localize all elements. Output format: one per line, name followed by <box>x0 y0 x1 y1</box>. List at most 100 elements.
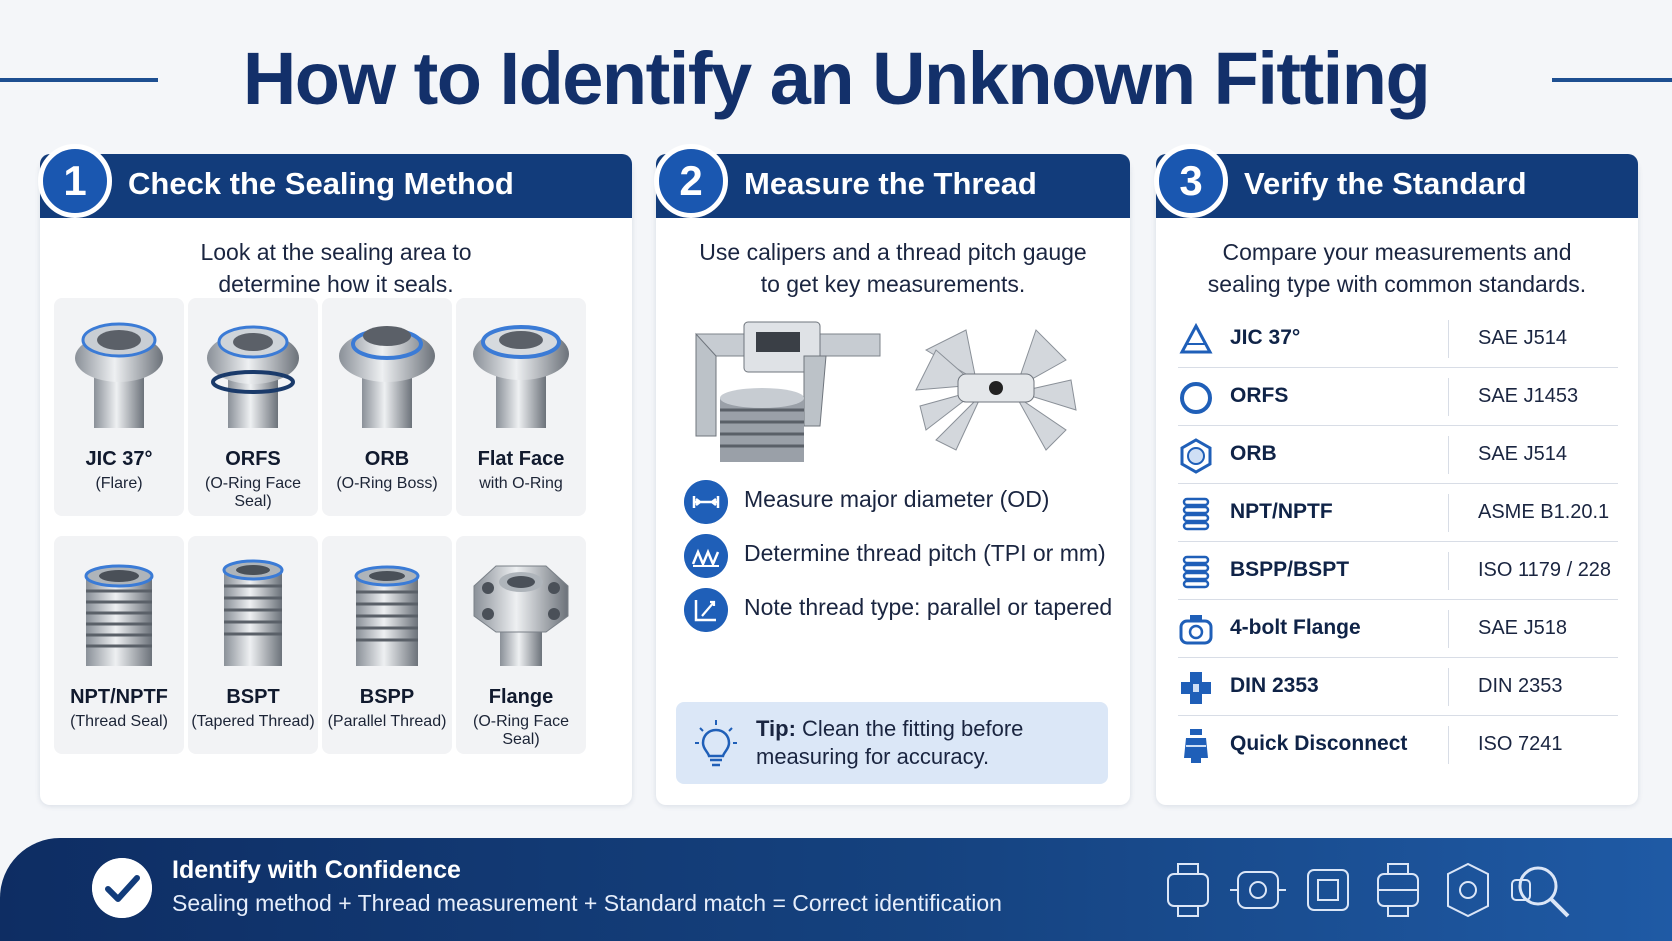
tip-text: Tip: Clean the fitting before measuring … <box>756 715 1096 771</box>
panel-header: 2 Measure the Thread <box>654 144 1130 218</box>
lightbulb-icon <box>695 720 737 767</box>
fitting-tile-bspt[interactable]: BSPT (Tapered Thread) <box>188 536 318 754</box>
ruler-icon <box>684 588 728 632</box>
standard-value: SAE J518 <box>1478 617 1567 639</box>
panel-description: Look at the sealing area to determine ho… <box>60 236 612 300</box>
fitting-name: Flange <box>488 686 554 708</box>
standard-value: SAE J514 <box>1478 443 1567 465</box>
thread-icon <box>1182 555 1210 589</box>
step-text: Note thread type: parallel or tapered <box>744 594 1113 620</box>
divider <box>1448 378 1449 416</box>
cone-icon <box>1179 322 1213 354</box>
fitting-subtitle: (O-Ring Face Seal) <box>472 713 570 748</box>
standard-row-orb: ORB SAE J514 <box>1178 426 1618 484</box>
thread-pitch-icon <box>684 534 728 578</box>
standard-fitting-name: BSPP/BSPT <box>1230 558 1350 581</box>
fitting-name: ORFS <box>225 448 281 470</box>
fitting-tile-jic[interactable]: JIC 37° (Flare) <box>54 298 184 516</box>
tip-line: Clean the fitting before <box>802 716 1024 741</box>
standard-value: ASME B1.20.1 <box>1478 501 1610 523</box>
divider <box>1448 320 1449 358</box>
divider <box>1448 436 1449 474</box>
panel-title: Verify the Standard <box>1244 166 1527 201</box>
description-line: Compare your measurements and <box>1222 239 1572 265</box>
panel-header: 1 Check the Sealing Method <box>38 144 632 218</box>
fitting-name: Flat Face <box>477 448 565 470</box>
flange-icon <box>1179 615 1213 645</box>
fitting-outline-icon <box>1167 863 1209 917</box>
fitting-outline-icons <box>1167 862 1570 918</box>
standard-fitting-name: NPT/NPTF <box>1230 500 1333 523</box>
standard-row-orfs: ORFS SAE J1453 <box>1178 368 1618 426</box>
thread-pitch-gauge-photo <box>915 329 1077 451</box>
panel-title: Measure the Thread <box>744 166 1037 201</box>
fitting-tile-flat-face[interactable]: Flat Face with O-Ring <box>456 298 586 516</box>
npt-fitting-photo <box>84 564 154 666</box>
panel-title: Check the Sealing Method <box>128 166 514 201</box>
fitting-name: NPT/NPTF <box>70 686 168 708</box>
standard-row-bsp: BSPP/BSPT ISO 1179 / 228 <box>1178 542 1618 600</box>
orb-fitting-photo <box>339 326 435 428</box>
standard-value: ISO 7241 <box>1478 733 1563 755</box>
fitting-outline-icon <box>1230 871 1286 909</box>
panel-description: Compare your measurements and sealing ty… <box>1176 236 1618 300</box>
divider <box>1448 610 1449 648</box>
fitting-outline-icon <box>1447 862 1489 918</box>
standard-row-jic: JIC 37° SAE J514 <box>1178 310 1618 368</box>
fitting-outline-icon <box>1307 869 1349 911</box>
description-line: sealing type with common standards. <box>1207 271 1587 297</box>
step-thread-pitch: Determine thread pitch (TPI or mm) <box>684 532 1124 578</box>
panel-verify-standard: 3 Verify the Standard Compare your measu… <box>1154 144 1638 805</box>
fitting-tile-flange[interactable]: Flange (O-Ring Face Seal) <box>456 536 586 754</box>
standard-value: ISO 1179 / 228 <box>1478 559 1612 581</box>
flange-fitting-photo <box>473 565 569 666</box>
orfs-fitting-photo <box>207 325 299 428</box>
check-icon <box>92 858 152 918</box>
standard-fitting-name: DIN 2353 <box>1230 674 1319 697</box>
bspp-fitting-photo <box>354 565 420 666</box>
fitting-name: JIC 37° <box>85 448 153 470</box>
fitting-name: BSPT <box>226 686 280 708</box>
tip-line: measuring for accuracy. <box>756 744 990 769</box>
standard-fitting-name: JIC 37° <box>1230 326 1301 349</box>
coupler-icon <box>1184 729 1208 763</box>
fitting-subtitle: (O-Ring Boss) <box>336 475 438 492</box>
tip-label: Tip: <box>756 716 796 741</box>
thread-icon <box>1182 497 1210 531</box>
fitting-tile-orfs[interactable]: ORFS (O-Ring Face Seal) <box>188 298 318 516</box>
panel-measure-thread: 2 Measure the Thread Use calipers and a … <box>654 144 1130 805</box>
standard-value: SAE J514 <box>1478 327 1567 349</box>
standard-value: DIN 2353 <box>1478 675 1563 697</box>
tip-box: Tip: Clean the fitting before measuring … <box>676 702 1108 784</box>
step-measure-diameter: Measure major diameter (OD) <box>684 478 1124 524</box>
step-text: Measure major diameter (OD) <box>744 486 1050 512</box>
step-text: Determine thread pitch (TPI or mm) <box>744 540 1106 566</box>
standard-row-npt: NPT/NPTF ASME B1.20.1 <box>1178 484 1618 542</box>
description-line: to get key measurements. <box>760 271 1026 297</box>
footer-subtitle: Sealing method + Thread measurement + St… <box>172 890 1002 916</box>
page-title: How to Identify an Unknown Fitting <box>242 37 1431 120</box>
fitting-subtitle: (Tapered Thread) <box>191 713 315 730</box>
bspt-fitting-photo <box>222 559 284 666</box>
step-thread-type: Note thread type: parallel or tapered <box>684 586 1124 632</box>
standard-fitting-name: ORFS <box>1230 384 1289 407</box>
step-number-badge: 1 <box>38 144 112 218</box>
fitting-tile-bspp[interactable]: BSPP (Parallel Thread) <box>322 536 452 754</box>
divider <box>1448 726 1449 764</box>
description-line: Use calipers and a thread pitch gauge <box>699 239 1087 265</box>
fitting-subtitle: (Thread Seal) <box>70 713 168 730</box>
step-number-badge: 2 <box>654 144 728 218</box>
standard-value: SAE J1453 <box>1478 385 1579 407</box>
fitting-name: BSPP <box>359 686 415 708</box>
fitting-tile-npt[interactable]: NPT/NPTF (Thread Seal) <box>54 536 184 754</box>
divider <box>1448 552 1449 590</box>
panel-description: Use calipers and a thread pitch gauge to… <box>676 236 1110 300</box>
step-number-badge: 3 <box>1154 144 1228 218</box>
standard-row-quick-disconnect: Quick Disconnect ISO 7241 <box>1178 716 1618 774</box>
title-rule-right <box>1552 78 1672 82</box>
caliper-icon <box>684 480 728 524</box>
fitting-tile-orb[interactable]: ORB (O-Ring Boss) <box>322 298 452 516</box>
description-line: determine how it seals. <box>218 271 454 297</box>
fitting-subtitle: (O-Ring Face Seal) <box>204 475 302 510</box>
fitting-subtitle: with O-Ring <box>479 475 563 492</box>
